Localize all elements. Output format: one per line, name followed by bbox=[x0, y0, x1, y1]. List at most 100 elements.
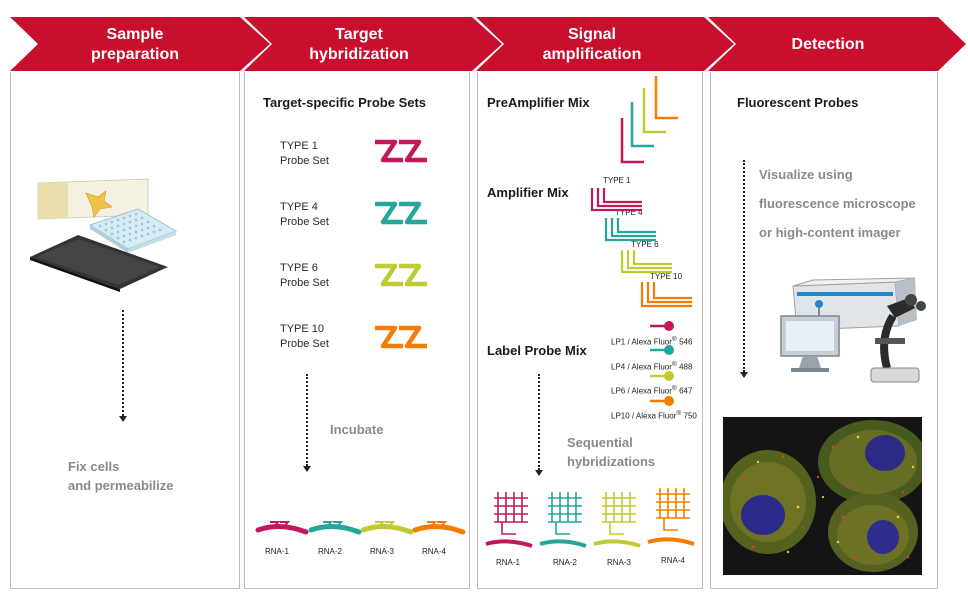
stage-line2: hybridization bbox=[309, 46, 409, 63]
preamp-type10 bbox=[654, 76, 678, 120]
probe-label: Probe Set bbox=[280, 277, 329, 289]
amplifier-icons bbox=[590, 188, 692, 308]
lp-sup: ® bbox=[671, 336, 677, 343]
sequential-step: Sequential hybridizations bbox=[567, 433, 655, 471]
probe-icon-type1 bbox=[375, 142, 427, 160]
label-probe-lp4 bbox=[650, 345, 674, 355]
fluorescent-probes-title: Fluorescent Probes bbox=[737, 95, 859, 110]
tree-rna-3 bbox=[593, 492, 641, 548]
stage-line1: Target bbox=[335, 26, 383, 43]
preamp-type4 bbox=[630, 102, 654, 148]
label-probe-text-lp10: LP10 / Alexa Fluor® 750 bbox=[611, 410, 697, 421]
amp-icon-type10 bbox=[640, 282, 692, 308]
lp-num: 488 bbox=[679, 362, 693, 372]
sample-caption: Fix cells and permeabilize bbox=[68, 457, 228, 495]
stage-line2: preparation bbox=[90, 46, 179, 63]
preamp-type6 bbox=[642, 88, 666, 134]
amp-type-label-6: TYPE 6 bbox=[631, 240, 659, 249]
lp-sup: ® bbox=[676, 410, 682, 417]
label-probe-text-lp1: LP1 / Alexa Fluor® 546 bbox=[611, 336, 692, 347]
caption-line: and permeabilize bbox=[68, 478, 174, 493]
chevron-detection bbox=[708, 17, 966, 71]
panel-target-hybridization bbox=[244, 72, 470, 589]
rna-label-1: RNA-1 bbox=[265, 547, 290, 556]
probe-type: TYPE 10 bbox=[280, 323, 325, 335]
flow-arrow-detection bbox=[743, 160, 745, 372]
amp-type-label-10: TYPE 10 bbox=[650, 272, 683, 281]
rna-label-4: RNA-4 bbox=[422, 547, 447, 556]
probe-icon-type4 bbox=[375, 204, 427, 222]
probe-set-label-type4: TYPE 4 Probe Set bbox=[280, 200, 329, 230]
amplified-rna-row bbox=[485, 488, 695, 548]
arrowhead-target bbox=[303, 466, 311, 472]
tree-rna-1 bbox=[485, 492, 533, 548]
rna-strand-3 bbox=[360, 521, 414, 535]
probe-type: TYPE 6 bbox=[280, 262, 318, 274]
label-probe-title: Label Probe Mix bbox=[487, 343, 587, 358]
lp-sup: ® bbox=[671, 385, 677, 392]
preamplifier-icons bbox=[620, 76, 678, 164]
lp-num: 546 bbox=[679, 337, 693, 347]
lp-num: 750 bbox=[683, 411, 697, 421]
label-probe-lp10 bbox=[650, 396, 674, 406]
amp-rna-label-3: RNA-3 bbox=[607, 558, 632, 567]
stage-title-sample-preparation: Sample preparation bbox=[40, 25, 230, 65]
amp-rna-label-4: RNA-4 bbox=[661, 556, 686, 565]
arrowhead-signal bbox=[535, 470, 543, 476]
stage-line1: Sample bbox=[106, 26, 164, 43]
amp-rna-label-1: RNA-1 bbox=[496, 558, 521, 567]
lp-name: LP1 / Alexa Fluor bbox=[611, 337, 672, 347]
arrowhead-sample bbox=[119, 416, 127, 422]
probe-set-label-type10: TYPE 10 Probe Set bbox=[280, 322, 329, 352]
stage-line2: amplification bbox=[542, 46, 642, 63]
label-probe-text-lp6: LP6 / Alexa Fluor® 647 bbox=[611, 385, 692, 396]
chevron-signal-amplification bbox=[476, 17, 734, 71]
detection-caption: Visualize using fluorescence microscope … bbox=[759, 160, 916, 247]
step-line: hybridizations bbox=[567, 454, 656, 469]
preamp-type1 bbox=[620, 118, 644, 164]
stage-line1: Signal bbox=[567, 26, 616, 43]
probe-type: TYPE 1 bbox=[280, 140, 318, 152]
target-rna-row bbox=[255, 521, 466, 535]
label-probe-text-lp4: LP4 / Alexa Fluor® 488 bbox=[611, 361, 692, 372]
rna-strand-1 bbox=[255, 521, 309, 535]
caption-line: or high-content imager bbox=[759, 225, 901, 240]
workflow-banner bbox=[10, 17, 966, 71]
amp-type-label-4: TYPE 4 bbox=[615, 208, 643, 217]
probe-set-icons bbox=[372, 136, 432, 356]
probe-label: Probe Set bbox=[280, 216, 329, 228]
micrograph-cells bbox=[723, 417, 922, 575]
amp-title: Amplifier Mix bbox=[487, 185, 569, 200]
step-line: Sequential bbox=[567, 435, 633, 450]
fluorescence-micrograph bbox=[723, 417, 922, 575]
flow-arrow-target bbox=[306, 374, 308, 466]
amp-rna-label-2: RNA-2 bbox=[553, 558, 578, 567]
label-probe-lp1 bbox=[650, 321, 674, 331]
amp-icon-type6 bbox=[620, 250, 672, 274]
chevron-sample-preparation bbox=[10, 17, 270, 71]
caption-line: Fix cells bbox=[68, 459, 120, 474]
rna-label-3: RNA-3 bbox=[370, 547, 395, 556]
tree-rna-2 bbox=[539, 492, 587, 548]
rna-strand-4 bbox=[412, 521, 466, 535]
lp-name: LP6 / Alexa Fluor bbox=[611, 386, 672, 396]
amp-icon-type1 bbox=[590, 188, 642, 212]
arrowhead-detection bbox=[740, 372, 748, 378]
stage-title-detection: Detection bbox=[733, 35, 923, 55]
probe-icon-type10 bbox=[375, 328, 427, 346]
flow-arrow-sample bbox=[122, 310, 124, 416]
microscope-and-imager-illustration bbox=[780, 277, 926, 383]
stage-title-signal-amplification: Signal amplification bbox=[497, 25, 687, 65]
probe-icon-type6 bbox=[375, 266, 427, 284]
label-probe-icons bbox=[650, 321, 674, 406]
probe-label: Probe Set bbox=[280, 338, 329, 350]
lp-name: LP4 / Alexa Fluor bbox=[611, 362, 672, 372]
probe-type: TYPE 4 bbox=[280, 201, 318, 213]
amp-type-label-1: TYPE 1 bbox=[603, 176, 631, 185]
slide-and-plate-illustration bbox=[30, 178, 178, 292]
rna-strand-2 bbox=[308, 521, 362, 535]
probe-label: Probe Set bbox=[280, 155, 329, 167]
incubate-step: Incubate bbox=[330, 422, 384, 437]
probe-set-label-type6: TYPE 6 Probe Set bbox=[280, 261, 329, 291]
stage-title-target-hybridization: Target hybridization bbox=[264, 25, 454, 65]
